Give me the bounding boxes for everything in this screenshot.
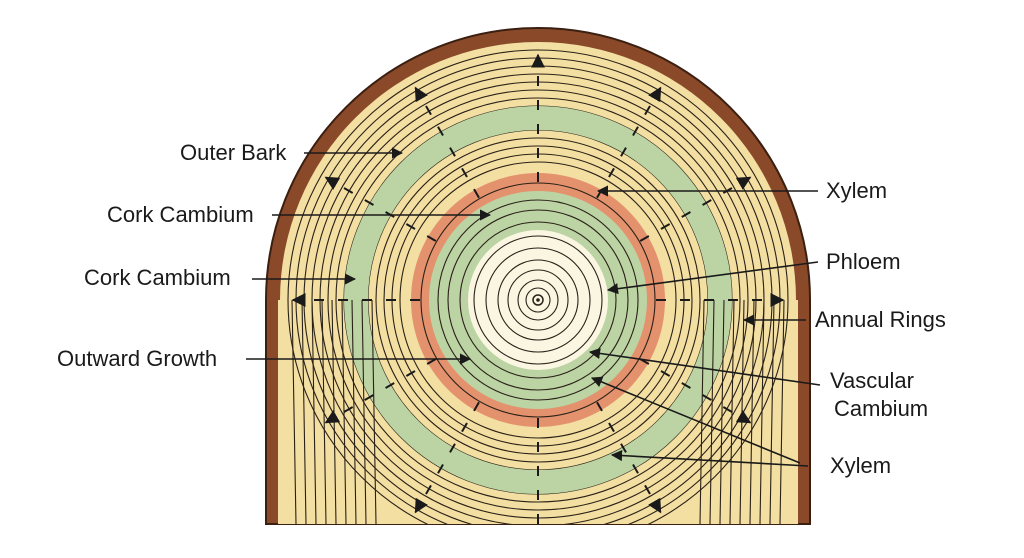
leader-phloem [606,261,819,295]
label-phloem: Phloem [826,249,901,274]
grain-line [291,299,297,524]
ring-line [287,49,789,524]
ring-line [517,279,559,321]
grain-line [759,299,765,524]
growth-arrow [324,358,437,424]
grain-line [699,299,705,524]
label-annual-rings: Annual Rings [815,307,946,332]
label-outer-bark: Outer Bark [180,140,287,165]
grain-line [361,299,367,524]
label-xylem-bottom: Xylem [830,453,891,478]
growth-arrow [639,176,752,242]
label-vascular-cambium-1: Vascular [830,368,914,393]
grain-line [719,299,725,524]
ring-line [375,137,701,463]
grain-line [749,299,755,524]
grain-line [709,299,715,524]
growth-arrow [596,86,662,199]
ring-line [399,161,677,439]
inner-rings [420,182,656,418]
label-cork-cambium-2: Cork Cambium [84,265,231,290]
growth-arrow [639,358,752,424]
growth-arrow [414,401,480,514]
ring-line [525,287,551,313]
grain-line [729,299,735,524]
label-vascular-cambium-2: Cambium [834,396,928,421]
outer-green-band [344,106,732,494]
grain-line [311,299,317,524]
trunk-grain-lines [291,299,785,524]
outward-growth-arrows [291,53,785,524]
ring-line [327,89,749,511]
grain-line [321,299,327,524]
grain-line [351,299,357,524]
ring-line [485,247,591,353]
grain-line [371,299,377,524]
ring-line [473,235,603,365]
ring-line [383,145,693,455]
leader-xylem-bottom-2 [610,449,809,467]
grain-line [769,299,775,524]
grain-line [341,299,347,524]
label-xylem-top: Xylem [826,178,887,203]
ring-line [420,182,656,418]
ring-line [335,97,741,503]
pith [532,294,544,306]
ring-line [497,259,579,341]
leader-xylem-bottom-1 [590,376,801,464]
ring-line [447,209,629,391]
ring-line [437,199,639,401]
grain-line [301,299,307,524]
grain-line [779,299,785,524]
leader-vascular-cambium [588,347,821,386]
growth-arrow [324,176,437,242]
label-outward-growth: Outward Growth [57,346,217,371]
ring-line [459,221,617,379]
growth-arrow [596,401,662,514]
ring-line [507,269,569,331]
label-cork-cambium-1: Cork Cambium [107,202,254,227]
growth-arrow [414,86,480,199]
